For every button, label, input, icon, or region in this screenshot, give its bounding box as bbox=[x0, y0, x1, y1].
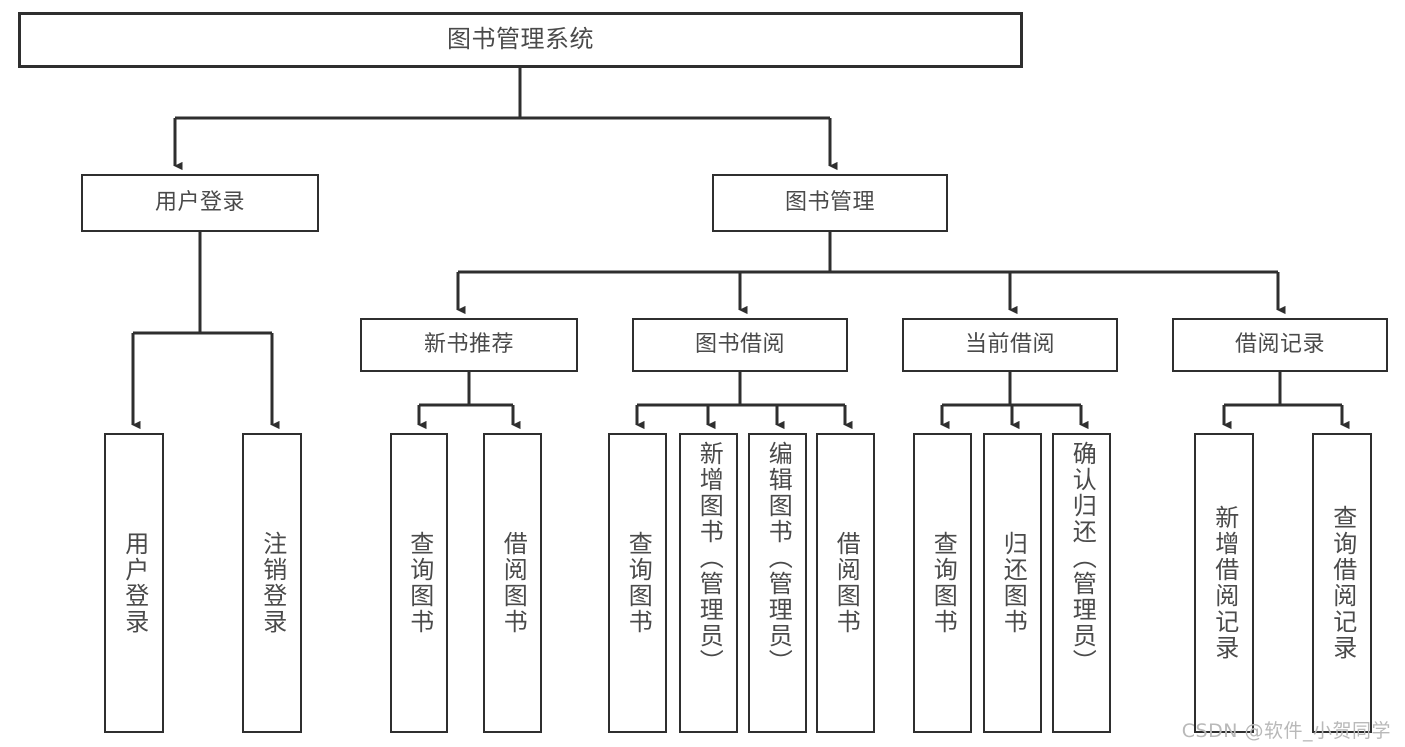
csdn-watermark: CSDN @软件_小贺同学 bbox=[1181, 720, 1391, 742]
node-leaf-add-record[interactable]: 新增借阅记录 bbox=[1194, 433, 1254, 733]
node-leaf-logout-label: 注销登录 bbox=[258, 531, 287, 635]
node-leaf-edit-book-label: 编辑图书（管理员） bbox=[764, 441, 793, 675]
node-borrow-record-label: 借阅记录 bbox=[1234, 332, 1325, 358]
node-leaf-logout[interactable]: 注销登录 bbox=[242, 433, 302, 733]
node-leaf-query-book-3-label: 查询图书 bbox=[929, 531, 958, 635]
node-leaf-edit-book[interactable]: 编辑图书（管理员） bbox=[748, 433, 807, 733]
node-leaf-confirm-return-label: 确认归还（管理员） bbox=[1068, 441, 1097, 675]
node-leaf-user-login[interactable]: 用户登录 bbox=[104, 433, 164, 733]
node-root-label: 图书管理系统 bbox=[447, 25, 594, 54]
node-leaf-query-book-1-label: 查询图书 bbox=[405, 531, 434, 635]
node-new-book-recommend-label: 新书推荐 bbox=[423, 332, 514, 358]
node-new-book-recommend[interactable]: 新书推荐 bbox=[360, 318, 578, 372]
node-leaf-return-book-label: 归还图书 bbox=[999, 531, 1028, 635]
node-leaf-query-book-3[interactable]: 查询图书 bbox=[913, 433, 972, 733]
node-book-borrow-label: 图书借阅 bbox=[694, 332, 785, 358]
node-leaf-borrow-book-2[interactable]: 借阅图书 bbox=[816, 433, 875, 733]
node-leaf-query-book-2-label: 查询图书 bbox=[624, 531, 653, 635]
node-leaf-user-login-label: 用户登录 bbox=[120, 531, 149, 635]
node-leaf-query-book-2[interactable]: 查询图书 bbox=[608, 433, 667, 733]
node-leaf-add-record-label: 新增借阅记录 bbox=[1210, 505, 1239, 661]
node-leaf-add-book[interactable]: 新增图书（管理员） bbox=[679, 433, 738, 733]
node-leaf-query-record-label: 查询借阅记录 bbox=[1328, 505, 1357, 661]
node-current-borrow[interactable]: 当前借阅 bbox=[902, 318, 1118, 372]
node-book-borrow[interactable]: 图书借阅 bbox=[632, 318, 848, 372]
node-leaf-borrow-book-1[interactable]: 借阅图书 bbox=[483, 433, 542, 733]
node-leaf-confirm-return[interactable]: 确认归还（管理员） bbox=[1052, 433, 1111, 733]
node-root[interactable]: 图书管理系统 bbox=[18, 12, 1023, 68]
node-current-borrow-label: 当前借阅 bbox=[964, 332, 1055, 358]
node-leaf-borrow-book-1-label: 借阅图书 bbox=[499, 531, 528, 635]
node-leaf-borrow-book-2-label: 借阅图书 bbox=[832, 531, 861, 635]
node-borrow-record[interactable]: 借阅记录 bbox=[1172, 318, 1388, 372]
node-book-manage-label: 图书管理 bbox=[784, 190, 875, 216]
node-user-login[interactable]: 用户登录 bbox=[81, 174, 319, 232]
node-leaf-return-book[interactable]: 归还图书 bbox=[983, 433, 1042, 733]
node-book-manage[interactable]: 图书管理 bbox=[712, 174, 948, 232]
node-leaf-query-record[interactable]: 查询借阅记录 bbox=[1312, 433, 1372, 733]
node-leaf-query-book-1[interactable]: 查询图书 bbox=[390, 433, 448, 733]
node-user-login-label: 用户登录 bbox=[154, 190, 245, 216]
node-leaf-add-book-label: 新增图书（管理员） bbox=[695, 441, 724, 675]
